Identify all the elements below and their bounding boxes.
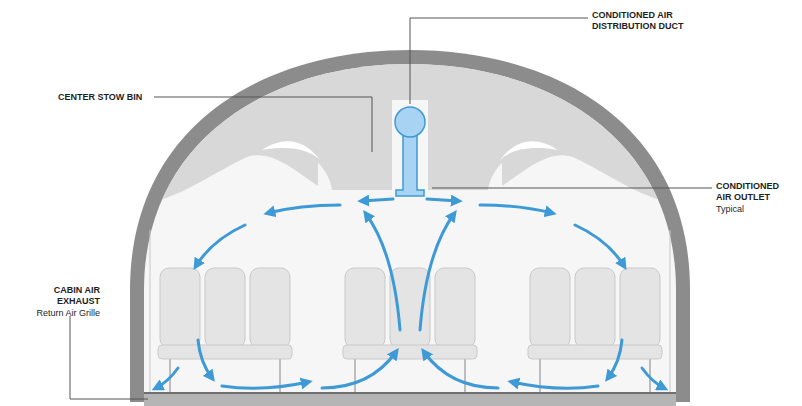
callout-note: Return Air Grille (8, 308, 100, 319)
callout-label: CABIN AIR EXHAUST (18, 285, 100, 307)
airflow-arrows (156, 199, 664, 388)
callout-label: CONDITIONED AIR OUTLET (716, 181, 796, 203)
seat-legs (170, 359, 650, 392)
air-duct (395, 107, 425, 196)
callout-label: CONDITIONED AIR DISTRIBUTION DUCT (592, 10, 717, 32)
cabin-interior (144, 64, 676, 402)
seat-rows (158, 268, 662, 359)
callout-note: Typical (716, 204, 796, 215)
cabin-floor (144, 393, 676, 406)
callout-label: CENTER STOW BIN (58, 92, 153, 103)
leader-lines (70, 18, 712, 399)
